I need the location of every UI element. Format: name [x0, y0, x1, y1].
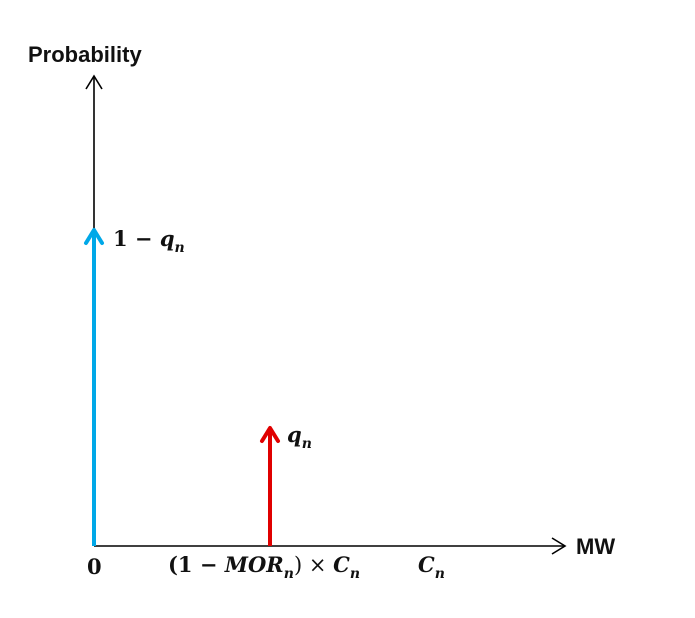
no-outage-coef: 1 −	[113, 226, 160, 251]
derated-mor-symbol: MOR	[224, 552, 284, 577]
outage-probability-label: qn	[287, 422, 312, 452]
outage-symbol: q	[287, 422, 302, 447]
capacity-symbol: C	[418, 552, 435, 577]
derated-open: (1 −	[168, 552, 225, 577]
y-axis-arrowhead	[85, 74, 103, 90]
no-outage-probability-label: 1 − qn	[113, 226, 185, 256]
no-outage-symbol: q	[160, 226, 175, 251]
derated-mor-subscript: n	[284, 566, 294, 582]
x-axis-arrowhead	[551, 537, 567, 555]
x-axis-title: MW	[576, 534, 615, 559]
x-origin-label: 0	[87, 554, 102, 579]
no-outage-subscript: n	[175, 240, 185, 256]
no-outage-arrowhead	[84, 228, 104, 245]
derated-capacity-label: (1 − MORn) × Cn	[168, 552, 360, 582]
derated-cap-subscript: n	[350, 566, 360, 582]
y-axis-title: Probability	[28, 42, 142, 67]
derated-cap-symbol: C	[333, 552, 350, 577]
capacity-subscript: n	[435, 566, 445, 582]
outage-arrowhead	[260, 426, 280, 443]
derated-close: )	[294, 553, 302, 577]
capacity-label: Cn	[418, 552, 445, 582]
derated-times: ×	[302, 553, 333, 577]
outage-subscript: n	[302, 436, 312, 452]
